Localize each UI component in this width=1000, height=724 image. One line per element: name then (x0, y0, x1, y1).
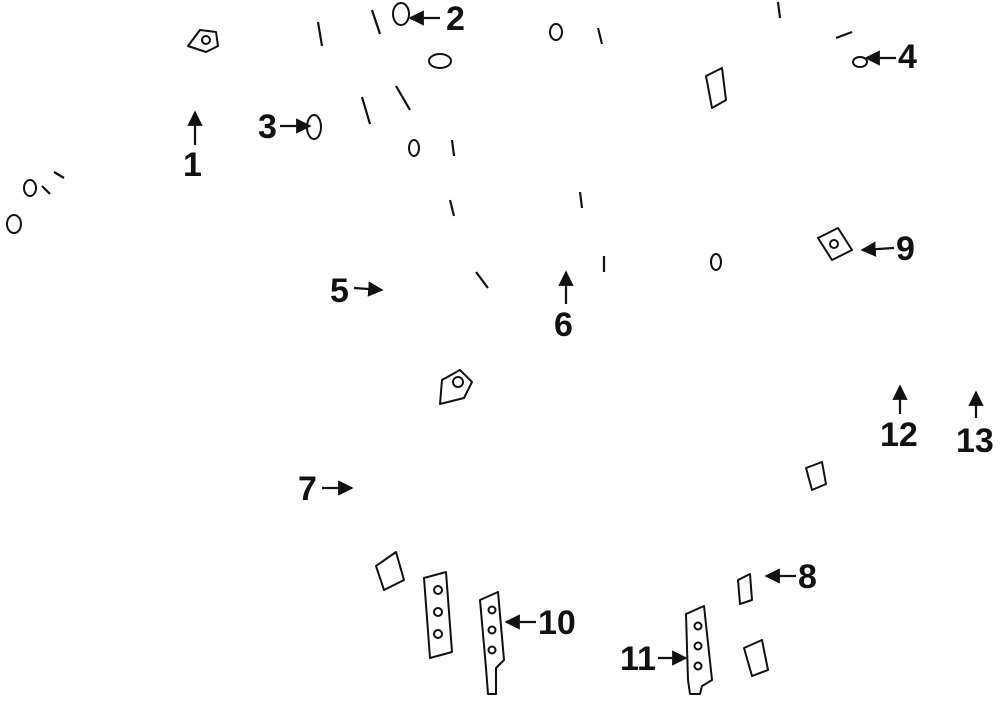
callout-11: 11 (620, 640, 656, 678)
part-13-hose (931, 341, 1000, 437)
callout-6: 6 (554, 306, 573, 344)
callout-2: 2 (446, 0, 465, 38)
part-2-hose (259, 2, 411, 57)
part-7-pipe-assembly (354, 362, 473, 659)
callout-3: 3 (258, 108, 277, 146)
part-12-hose (837, 337, 929, 439)
callout-5: 5 (330, 272, 349, 310)
part-4-hose (549, 1, 868, 68)
callout-4: 4 (898, 38, 917, 76)
callout-1: 1 (183, 146, 202, 184)
part-10-bracket (479, 591, 505, 695)
part-3-hose (306, 50, 452, 140)
callout-7: 7 (298, 470, 317, 508)
part-6-pipe (438, 253, 722, 346)
callout-10: 10 (538, 604, 576, 642)
callout-12: 12 (880, 416, 918, 454)
part-11-bracket (685, 605, 713, 695)
callouts: 1 2 3 4 5 6 7 8 9 10 11 12 13 (183, 0, 994, 678)
part-8-pipe-assembly (734, 432, 856, 714)
part-1-pipe-assembly (6, 29, 249, 234)
callout-9: 9 (896, 230, 915, 268)
callout-13: 13 (956, 422, 994, 460)
part-9-pipe-assembly (665, 67, 892, 323)
part-5-pipe (390, 134, 634, 298)
callout-8: 8 (798, 558, 817, 596)
